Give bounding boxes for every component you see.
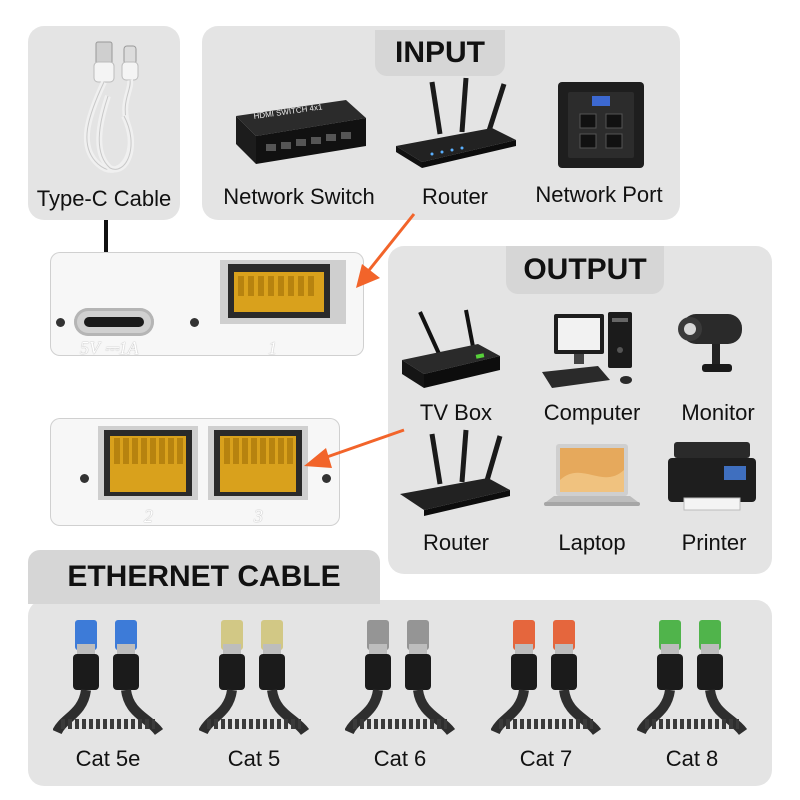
ethernet-cable-label: Cat 6 <box>373 746 427 771</box>
security-camera-icon <box>678 314 742 372</box>
output-router-label: Router <box>422 530 490 555</box>
input-router-label: Router <box>421 184 489 209</box>
ethernet-port-3[interactable] <box>208 422 308 502</box>
ethernet-cable-label: Cat 5e <box>75 746 141 771</box>
ethernet-cable-label: Cat 7 <box>519 746 573 771</box>
network-port-label: Network Port <box>535 182 663 207</box>
monitor-label: Monitor <box>681 400 755 425</box>
printer-label: Printer <box>681 530 747 555</box>
ethernet-cable-label: Cat 8 <box>665 746 719 771</box>
type-c-cable-panel: Type-C Cable <box>28 26 180 220</box>
tv-box-label: TV Box <box>419 400 493 425</box>
screw-dot <box>190 318 199 327</box>
laptop-label: Laptop <box>558 530 626 555</box>
screw-dot <box>80 474 89 483</box>
type-c-cable-label: Type-C Cable <box>36 186 172 211</box>
port-number-2: 2 <box>144 506 153 526</box>
network-switch-label: Network Switch <box>223 184 375 209</box>
usb-c-port-marking: 5V ⎓1A <box>80 338 139 358</box>
laptop-icon <box>544 444 640 506</box>
output-arrow <box>304 428 405 468</box>
ethernet-cable-icon <box>345 620 455 736</box>
output-title: OUTPUT <box>506 246 664 294</box>
tv-box-icon <box>402 309 500 388</box>
usb-cable-icon <box>83 41 139 173</box>
router-icon <box>400 429 510 516</box>
computer-icon <box>542 312 632 388</box>
ethernet-cable-icon <box>637 620 747 736</box>
ethernet-cable-icon <box>199 620 309 736</box>
ethernet-port-1[interactable] <box>220 254 346 334</box>
port-number-3: 3 <box>254 506 263 526</box>
screw-dot <box>56 318 65 327</box>
ethernet-cable-icon <box>53 620 163 736</box>
screw-dot <box>322 474 331 483</box>
computer-label: Computer <box>543 400 641 425</box>
network-port-icon <box>558 82 644 168</box>
usb-c-port[interactable] <box>74 308 154 336</box>
printer-icon <box>668 442 756 511</box>
output-panel <box>388 246 772 574</box>
input-title: INPUT <box>375 30 505 76</box>
ethernet-cable-title: ETHERNET CABLE <box>28 550 380 604</box>
ethernet-cable-icon <box>491 620 601 736</box>
ethernet-cable-panel <box>28 600 772 786</box>
ethernet-port-2[interactable] <box>98 422 198 502</box>
network-switch-icon: HDMI SWITCH 4x1 <box>236 100 366 164</box>
ethernet-cable-label: Cat 5 <box>227 746 281 771</box>
port-number-1: 1 <box>268 338 277 358</box>
input-arrow <box>356 213 416 288</box>
router-icon <box>396 77 516 168</box>
